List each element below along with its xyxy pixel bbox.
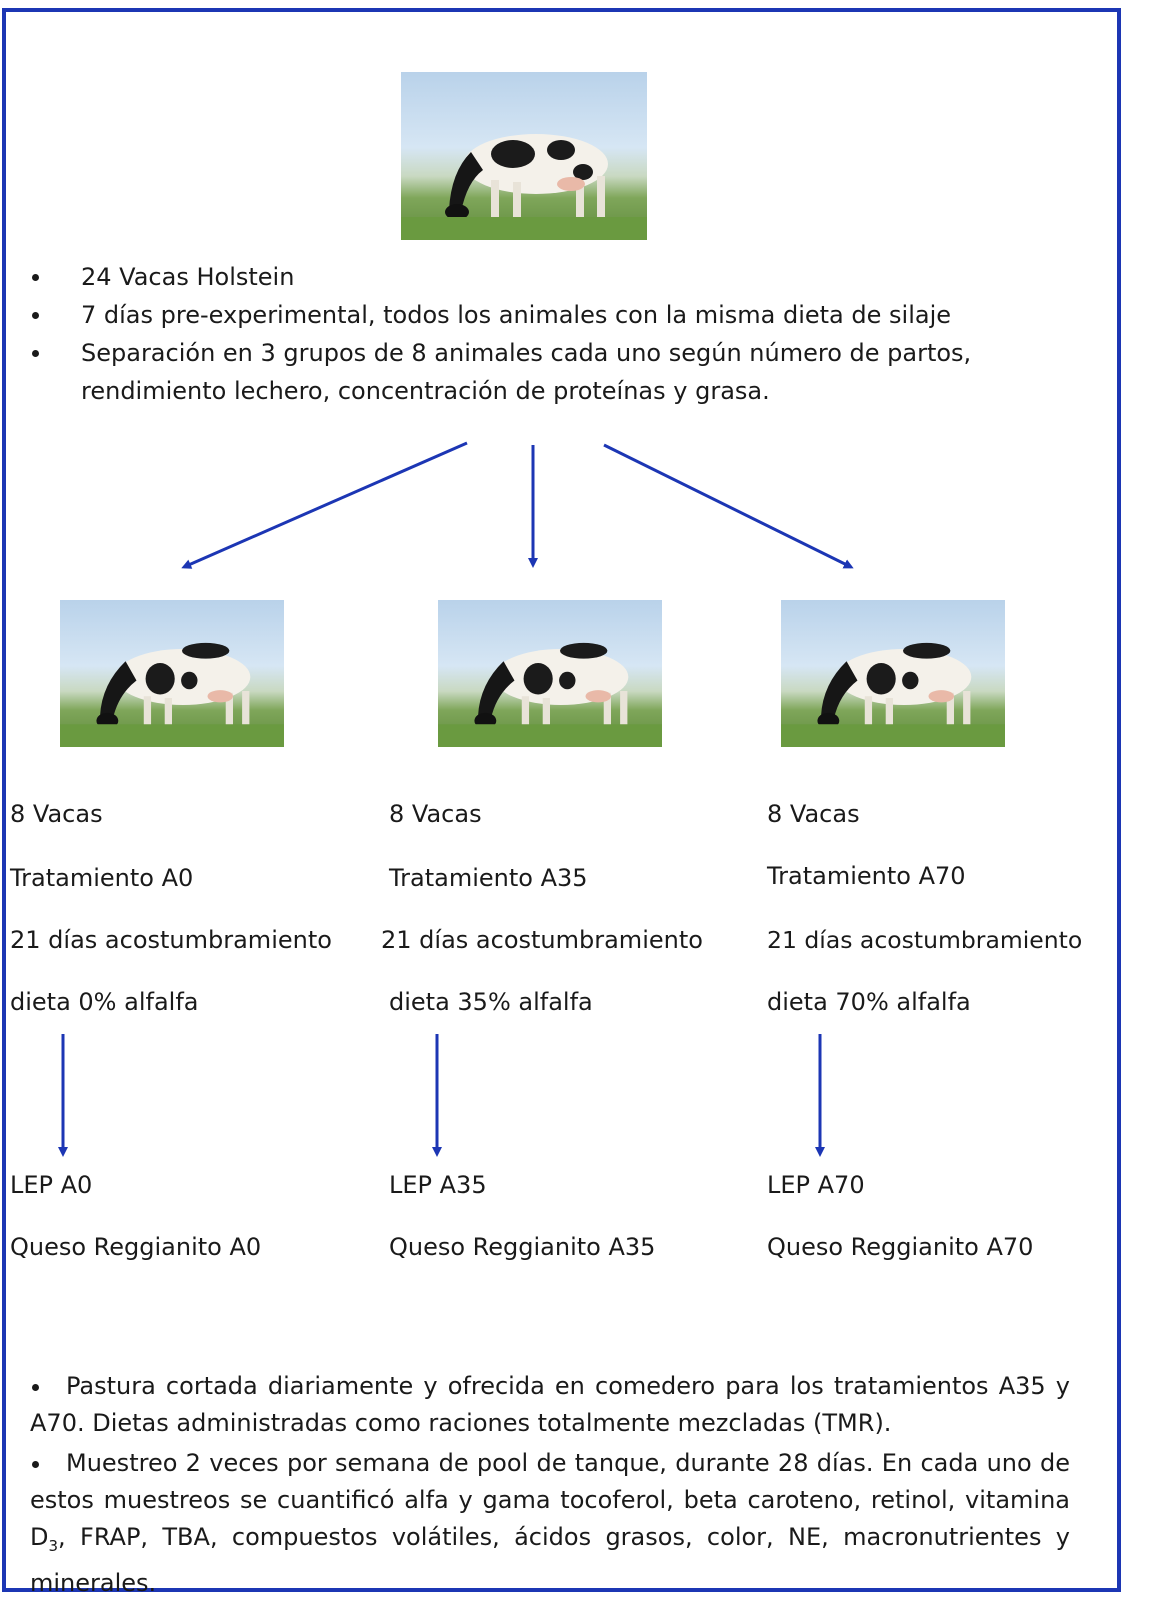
group-a35-count: 8 Vacas — [389, 800, 482, 828]
group-a35-period: 21 días acostumbramiento — [381, 926, 703, 954]
group-a35-lep: LEP A35 — [389, 1171, 487, 1199]
group-a0-diet: dieta 0% alfalfa — [10, 988, 199, 1016]
group-a0-count: 8 Vacas — [10, 800, 103, 828]
note-sampling: Muestreo 2 veces por semana de pool de t… — [30, 1445, 1070, 1602]
group-a70-count: 8 Vacas — [767, 800, 860, 828]
group-a35-diet: dieta 35% alfalfa — [389, 988, 593, 1016]
group-a70-lep: LEP A70 — [767, 1171, 865, 1199]
note-pasture-text: Pastura cortada diariamente y ofrecida e… — [30, 1372, 1070, 1437]
note-sampling-text-start: Muestreo 2 veces por semana de pool de t… — [30, 1449, 1070, 1551]
cow-photo-a0 — [60, 600, 284, 747]
note-sampling-subscript: 3 — [48, 1536, 59, 1555]
group-a0-period: 21 días acostumbramiento — [10, 926, 332, 954]
intro-bullet-list: 24 Vacas Holstein 7 días pre-experimenta… — [30, 258, 1090, 410]
group-a70-treatment: Tratamiento A70 — [767, 862, 966, 890]
bullet-dot — [32, 1461, 39, 1468]
note-pasture: Pastura cortada diariamente y ofrecida e… — [30, 1368, 1070, 1442]
note-sampling-text-end: , FRAP, TBA, compuestos volátiles, ácido… — [30, 1523, 1070, 1597]
intro-bullet: 24 Vacas Holstein — [30, 258, 1090, 296]
group-a35-cheese: Queso Reggianito A35 — [389, 1233, 656, 1261]
group-a0-treatment: Tratamiento A0 — [10, 864, 194, 892]
intro-bullet: 7 días pre-experimental, todos los anima… — [30, 296, 1090, 334]
group-a70-cheese: Queso Reggianito A70 — [767, 1233, 1034, 1261]
bullet-dot — [32, 1384, 39, 1391]
cow-photo-a70 — [781, 600, 1005, 747]
group-a35-treatment: Tratamiento A35 — [389, 864, 588, 892]
cow-photo-a35 — [438, 600, 662, 747]
group-a70-diet: dieta 70% alfalfa — [767, 988, 971, 1016]
diagram-frame — [2, 8, 1121, 1592]
group-a0-lep: LEP A0 — [10, 1171, 93, 1199]
group-a0-cheese: Queso Reggianito A0 — [10, 1233, 262, 1261]
group-a70-period: 21 días acostumbramiento — [767, 926, 1083, 954]
intro-bullet: Separación en 3 grupos de 8 animales cad… — [30, 334, 1071, 410]
method-notes: Pastura cortada diariamente y ofrecida e… — [30, 1368, 1070, 1605]
cow-photo-main — [401, 72, 647, 240]
